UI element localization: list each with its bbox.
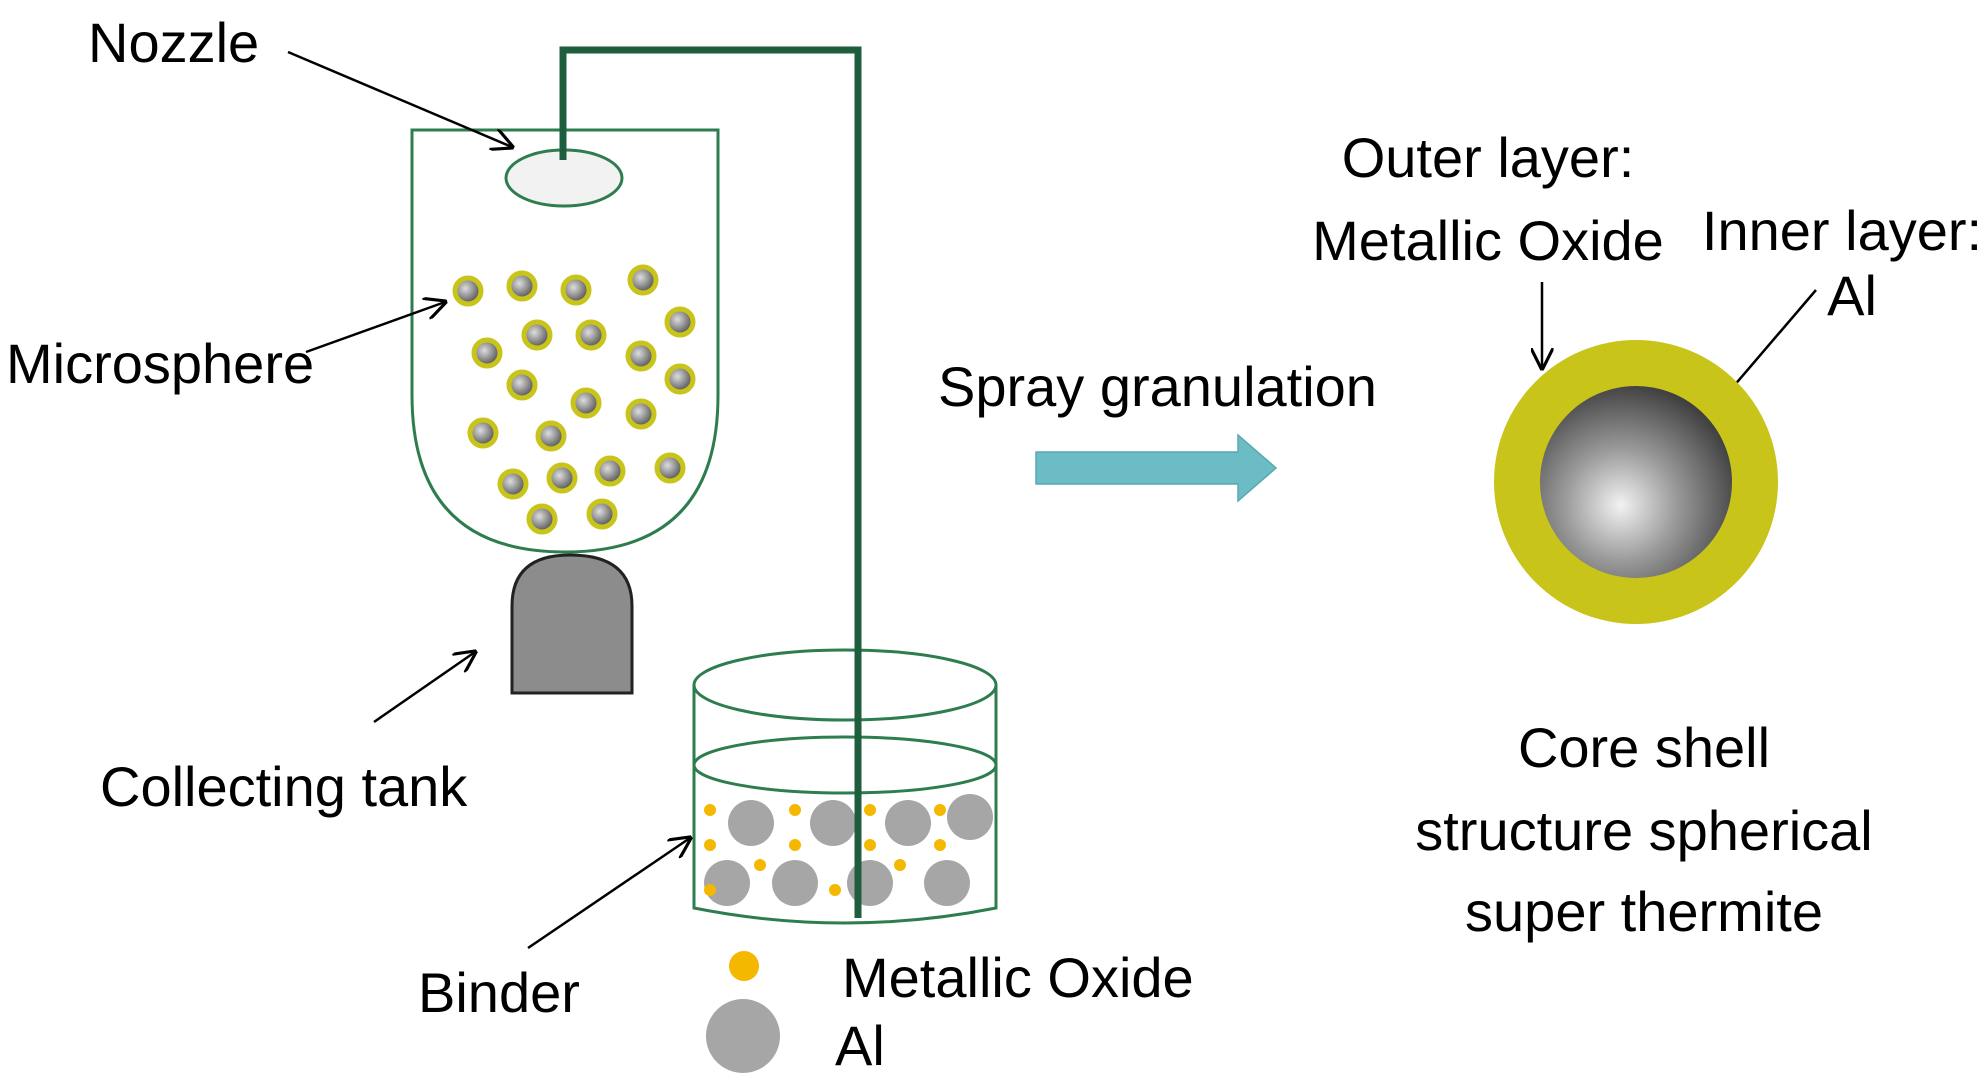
microsphere-particle: [560, 274, 592, 306]
collecting-tank-label: Collecting tank: [100, 755, 468, 818]
microspheres-group: [452, 264, 696, 535]
microsphere-particle: [506, 369, 538, 401]
outer-layer-label-1: Outer layer:: [1342, 126, 1635, 189]
metallic-oxide-particle: [704, 884, 716, 896]
metallic-oxide-particle: [704, 804, 716, 816]
al-particle: [772, 860, 818, 906]
metallic-oxide-particle: [789, 804, 801, 816]
microsphere-particle: [526, 503, 558, 535]
metallic-oxide-particle: [864, 804, 876, 816]
microsphere-particle: [506, 270, 538, 302]
legend-metallic-oxide-label: Metallic Oxide: [842, 946, 1194, 1009]
al-particle: [704, 860, 750, 906]
legend-metallic-oxide-icon: [729, 951, 759, 981]
outer-layer-label-2: Metallic Oxide: [1312, 209, 1664, 272]
al-particle: [924, 860, 970, 906]
microsphere-particle: [471, 337, 503, 369]
microsphere-particle: [452, 275, 484, 307]
microsphere-particle: [546, 462, 578, 494]
legend-al-icon: [706, 999, 780, 1073]
spray-granulation-label: Spray granulation: [938, 355, 1377, 418]
metallic-oxide-particle: [934, 839, 946, 851]
core-shell-inner-core: [1540, 386, 1732, 578]
product-label-2: structure spherical: [1415, 799, 1873, 862]
slurry-particles: [704, 794, 993, 906]
microsphere-particle: [535, 420, 567, 452]
metallic-oxide-particle: [829, 884, 841, 896]
microsphere-particle: [625, 340, 657, 372]
microsphere-particle: [467, 417, 499, 449]
al-particle: [810, 800, 856, 846]
nozzle-label: Nozzle: [88, 11, 259, 74]
microsphere-particle: [497, 468, 529, 500]
legend: Metallic Oxide Al: [706, 946, 1194, 1077]
metallic-oxide-particle: [789, 839, 801, 851]
microsphere-particle: [664, 306, 696, 338]
binder-label: Binder: [418, 961, 580, 1024]
microsphere-particle: [627, 264, 659, 296]
microsphere-particle: [521, 319, 553, 351]
metallic-oxide-particle: [934, 804, 946, 816]
microsphere-particle: [654, 452, 686, 484]
product-label-3: super thermite: [1465, 880, 1823, 943]
inner-layer-label-1: Inner layer:: [1702, 199, 1982, 262]
product-label-1: Core shell: [1518, 716, 1770, 779]
inner-layer-label-2: Al: [1827, 264, 1877, 327]
metallic-oxide-particle: [864, 839, 876, 851]
al-particle: [847, 860, 893, 906]
metallic-oxide-particle: [704, 839, 716, 851]
microsphere-particle: [586, 498, 618, 530]
microsphere-label: Microsphere: [6, 332, 314, 395]
microsphere-particle: [664, 363, 696, 395]
metallic-oxide-particle: [894, 859, 906, 871]
microsphere-particle: [575, 319, 607, 351]
metallic-oxide-particle: [754, 859, 766, 871]
microsphere-particle: [570, 387, 602, 419]
pointer-arrows: [287, 50, 1817, 950]
microsphere-particle: [594, 455, 626, 487]
al-particle: [885, 800, 931, 846]
al-particle: [728, 800, 774, 846]
al-particle: [947, 794, 993, 840]
microsphere-particle: [625, 398, 657, 430]
collecting-tank-icon: [510, 553, 634, 695]
feed-pipe: [559, 46, 862, 918]
legend-al-label: Al: [835, 1014, 885, 1077]
flow-arrow-icon: [1035, 433, 1278, 503]
